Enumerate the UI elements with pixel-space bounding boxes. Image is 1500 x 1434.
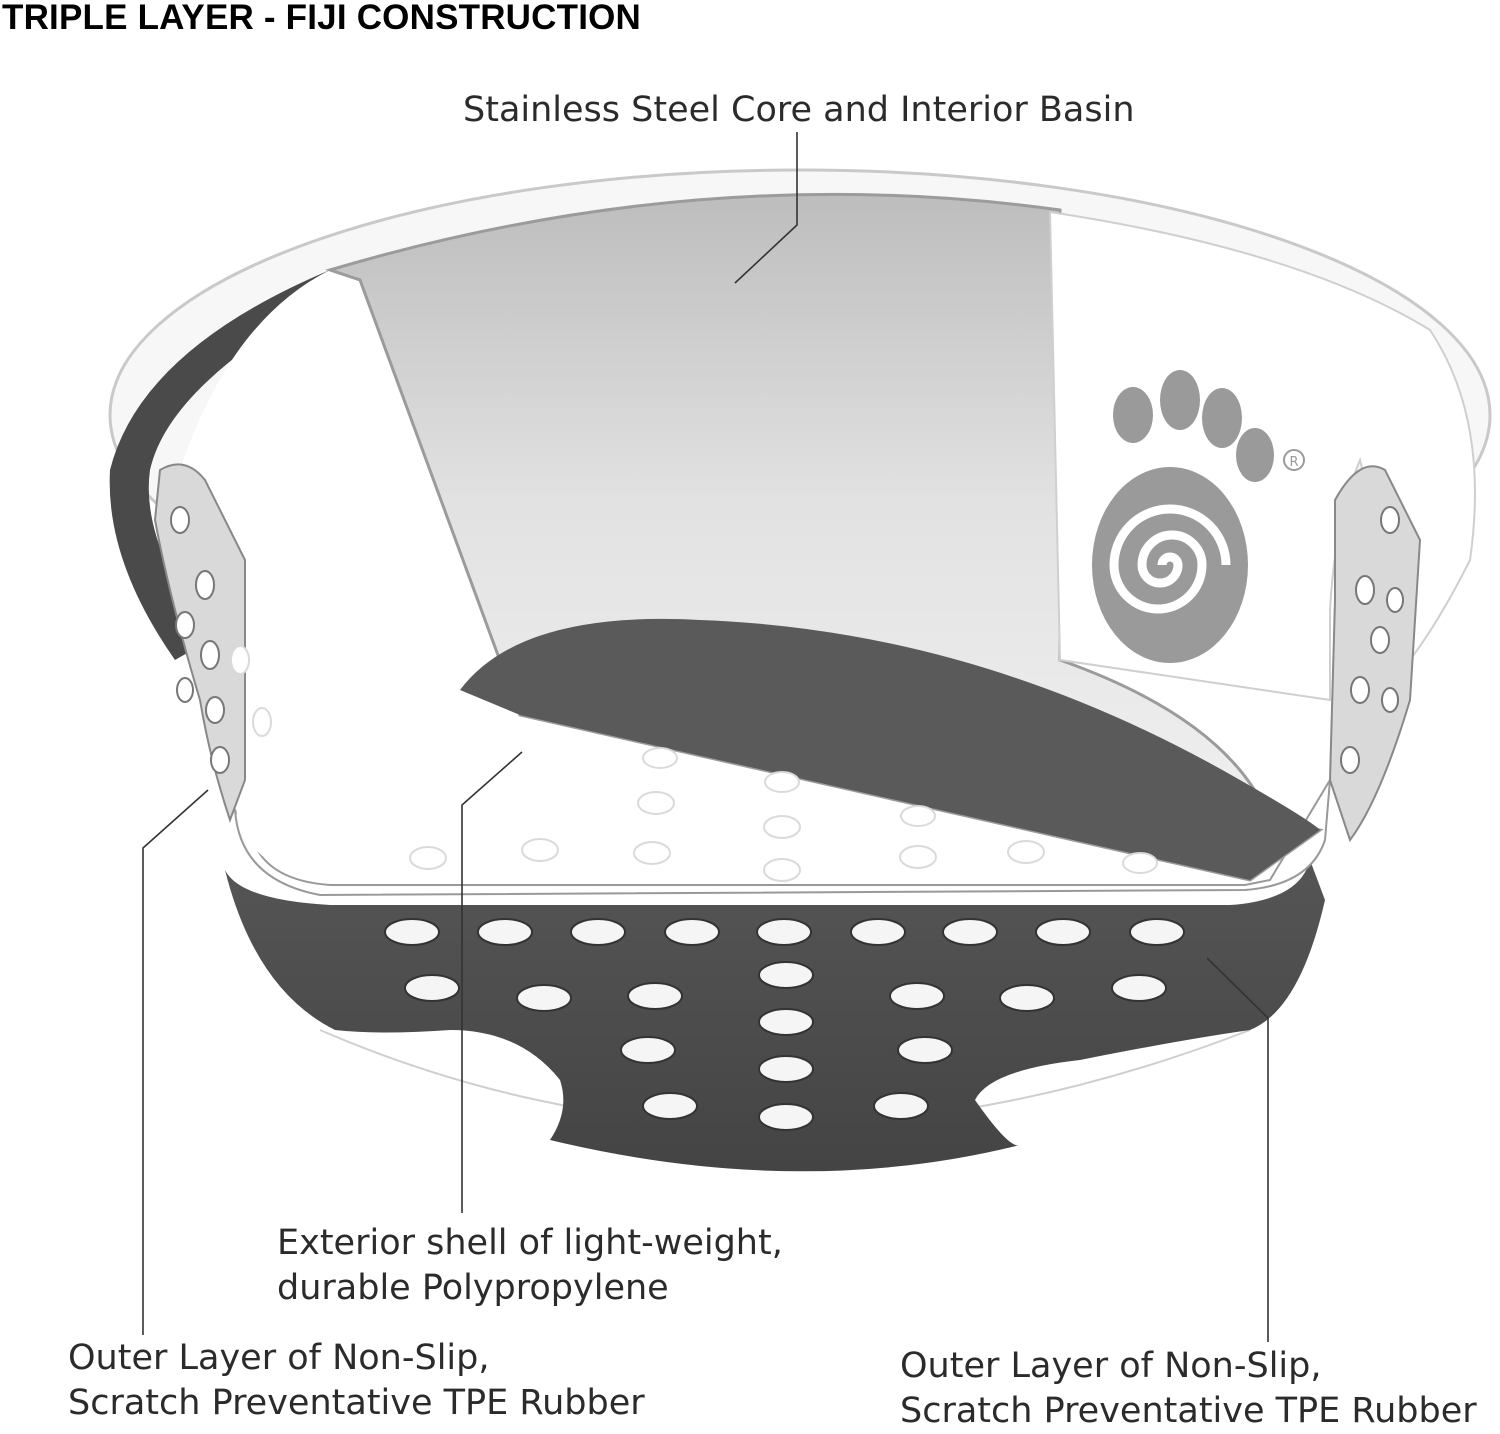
leader-tpe-left [142,789,209,1335]
shell-label-line2: durable Polypropylene [277,1268,669,1308]
svg-text:R: R [1289,455,1298,470]
leader-lines [142,132,1269,1342]
rubber-left-edge [153,463,246,823]
steel-core-label: Stainless Steel Core and Interior Basin [463,90,1135,130]
shell-interior-bumps [230,645,1158,882]
shell-interior [180,270,1250,880]
tpe-right-label-line2: Scratch Preventative TPE Rubber [900,1391,1477,1431]
leader-shell [461,751,523,1213]
tpe-right-label: Outer Layer of Non-Slip, Scratch Prevent… [900,1344,1477,1434]
steel-basin-floor [460,618,1320,880]
polypropylene-shell [233,779,1331,897]
diagram-title: TRIPLE LAYER - FIJI CONSTRUCTION [2,0,642,37]
leader-tpe-right [1206,957,1269,1342]
left-edge-holes [170,506,230,774]
leader-steel-core [734,132,798,284]
tpe-left-label-line2: Scratch Preventative TPE Rubber [68,1383,645,1423]
right-edge-holes [1340,506,1404,774]
tpe-left-label: Outer Layer of Non-Slip, Scratch Prevent… [68,1336,645,1426]
paw-logo-icon [1092,370,1274,663]
rubber-right-edge [1328,465,1422,843]
tpe-right-label-line1: Outer Layer of Non-Slip, [900,1346,1322,1386]
registered-mark-icon: R [1283,449,1305,471]
rubber-left-arc [109,270,351,660]
shell-label-line1: Exterior shell of light-weight, [277,1223,783,1263]
tpe-left-label-line1: Outer Layer of Non-Slip, [68,1338,490,1378]
rubber-band-holes [384,918,1185,1131]
shell-label: Exterior shell of light-weight, durable … [277,1221,783,1311]
